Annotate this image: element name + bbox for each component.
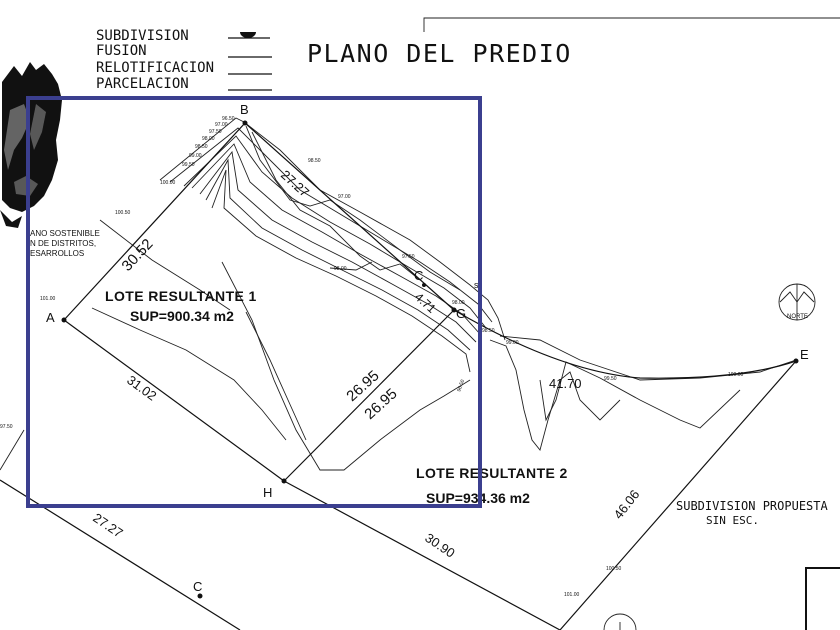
agency-text: ANO SOSTENIBLE N DE DISTRITOS, ESARROLLO… (30, 229, 100, 258)
point-h-label: H (263, 485, 272, 500)
edge-ge (453, 309, 797, 379)
point-markers (61, 120, 799, 599)
title-block-frame (423, 17, 840, 32)
contour-label: 98.50 (195, 144, 208, 150)
contour-label: 96.50 (222, 116, 235, 122)
contour-label: 98.00 (334, 266, 347, 272)
dim-eh: 46.06 (611, 487, 643, 522)
contour-label: 101.00 (564, 592, 580, 598)
legend-item-relotificacion: RELOTIFICACION (96, 60, 214, 76)
edge-left-upper (0, 429, 25, 471)
contour-label: 97.50 (209, 129, 222, 135)
dim-ge: 41.70 (549, 376, 582, 391)
lot-2-name: LOTE RESULTANTE 2 (416, 465, 568, 481)
point-g-label: G (456, 306, 466, 321)
legend: SUBDIVISION FUSION RELOTIFICACION PARCEL… (96, 28, 272, 92)
point-a-marker (61, 317, 67, 323)
point-a-label: A (46, 310, 55, 325)
point-c-label: C (414, 268, 423, 283)
contour-label: 100.00 (728, 372, 744, 378)
contour-label: 96.50 (456, 379, 466, 393)
lot-1-label: LOTE RESULTANTE 1 SUP=900.34 m2 (105, 288, 257, 324)
contour-label: 98.50 (482, 328, 495, 334)
contour-label: 99.50 (182, 162, 195, 168)
dim-cg: 4.71 (412, 290, 439, 316)
legend-symbol-subdivision (240, 32, 256, 38)
point-b-label: B (240, 102, 249, 117)
point-c2-marker (197, 593, 203, 599)
north-label: NORTE (787, 314, 808, 320)
edge-eh (559, 360, 797, 630)
contour-label: 100.00 (160, 180, 176, 186)
legend-item-subdivision: SUBDIVISION (96, 28, 189, 44)
lot-1-area: SUP=900.34 m2 (130, 308, 234, 324)
marker-s: s (474, 280, 479, 290)
point-b-marker (242, 120, 248, 126)
lot-2-label: LOTE RESULTANTE 2 SUP=934.36 m2 (416, 465, 568, 506)
north-arrow-icon: NORTE (778, 283, 816, 321)
point-labels: A B C G H E C (46, 102, 809, 594)
contour-label: 101.00 (40, 296, 56, 302)
proposal-title: SUBDIVISION PROPUESTA (676, 499, 828, 513)
contour-label: 97.00 (338, 194, 351, 200)
contour-label: 99.00 (506, 340, 519, 346)
contour-label: 99.50 (604, 376, 617, 382)
contour-label: 97.50 (0, 424, 13, 430)
edge-left-lower (0, 479, 241, 630)
title-block-box (805, 567, 840, 630)
contour-label: 97.50 (402, 254, 415, 260)
coat-of-arms-icon (0, 62, 62, 228)
contour-label: 100.50 (115, 210, 131, 216)
point-h-marker (281, 478, 287, 484)
legend-item-fusion: FUSION (96, 43, 147, 59)
edge-ah (63, 319, 285, 482)
contour-label: 97.00 (215, 122, 228, 128)
dim-bottom: 30.90 (422, 530, 457, 561)
agency-line-3: ESARROLLOS (30, 249, 84, 258)
agency-line-1: ANO SOSTENIBLE (30, 229, 100, 238)
lot-1-name: LOTE RESULTANTE 1 (105, 288, 257, 304)
compass-icon (603, 613, 637, 630)
lot-boundaries (0, 122, 797, 630)
contour-label: 99.00 (189, 153, 202, 159)
contour-label: 98.00 (202, 136, 215, 142)
dim-bc: 27.27 (278, 167, 312, 200)
point-c-marker (422, 283, 426, 287)
contour-labels: 96.50 97.00 97.50 98.00 98.50 99.00 99.5… (0, 116, 744, 598)
contour-label: 98.00 (452, 300, 465, 306)
point-g-marker (451, 307, 457, 313)
legend-item-parcelacion: PARCELACION (96, 76, 189, 92)
proposal-caption: SUBDIVISION PROPUESTA SIN ESC. (676, 499, 828, 527)
contour-label: 98.50 (308, 158, 321, 164)
edge-ab (63, 122, 246, 321)
agency-line-2: N DE DISTRITOS, (30, 239, 96, 248)
highlight-frame (26, 96, 482, 508)
plan-title: PLANO DEL PREDIO (307, 39, 572, 68)
proposal-scale: SIN ESC. (706, 514, 759, 527)
point-e-marker (793, 358, 799, 364)
edge-dimensions: 30.52 27.27 4.71 31.02 26.95 26.95 41.70… (90, 167, 642, 561)
dim-left-bc: 27.27 (90, 510, 125, 541)
point-c2-label: C (193, 579, 202, 594)
edge-gh (283, 309, 455, 482)
point-e-label: E (800, 347, 809, 362)
edge-bg (244, 122, 455, 311)
